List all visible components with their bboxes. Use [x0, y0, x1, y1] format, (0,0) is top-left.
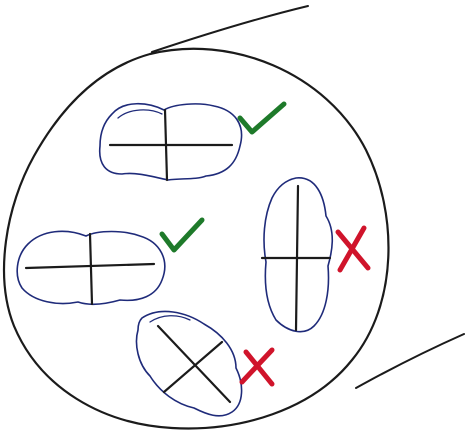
cell-top-check	[240, 104, 284, 132]
cell-top-vertical-line	[165, 110, 167, 180]
red-x-icon	[242, 350, 272, 384]
cell-right-x-stroke-2	[340, 228, 364, 270]
cell-bottom	[137, 311, 242, 415]
tube-line-top	[152, 6, 308, 52]
tube-line-bottom	[356, 334, 464, 388]
cell-right	[262, 178, 332, 332]
cell-bottom-outline	[137, 311, 242, 415]
cell-left-check	[162, 220, 202, 250]
cell-top-outline-inner	[118, 110, 162, 118]
cell-bottom-outline-inner	[150, 316, 190, 322]
cell-bottom-diagonal-line-1	[158, 326, 230, 402]
green-check-icon	[240, 104, 284, 132]
green-check-icon	[162, 220, 202, 250]
cell-left	[17, 231, 165, 304]
cell-top	[100, 104, 242, 180]
red-x-icon	[338, 228, 368, 270]
field-of-view-circle	[4, 49, 388, 429]
cell-left-vertical-line	[90, 234, 92, 304]
